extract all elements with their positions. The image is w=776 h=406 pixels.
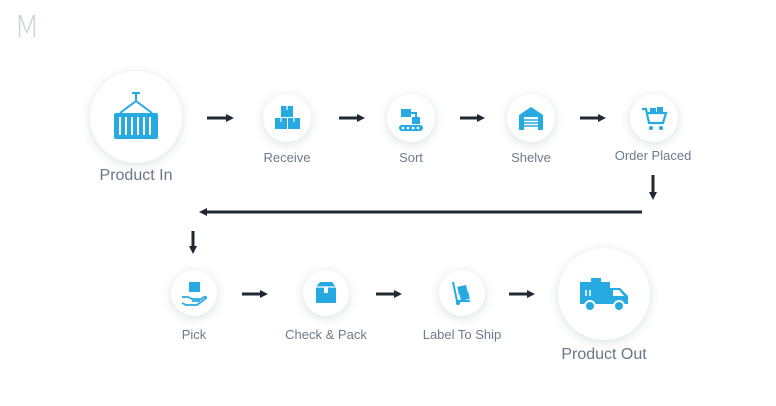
boxes-icon: [275, 106, 300, 129]
label-to-ship-node: [439, 270, 485, 316]
sort-node: [387, 94, 435, 142]
pick-node: [171, 270, 217, 316]
order-placed-node: [630, 94, 678, 142]
receive-label: Receive: [263, 150, 311, 165]
receive-node: [263, 94, 311, 142]
logo-icon: M: [14, 10, 40, 45]
product-out-node: [558, 248, 650, 340]
warehouse-icon: [519, 107, 543, 130]
shelve-label: Shelve: [511, 150, 551, 165]
package-icon: [316, 282, 336, 303]
shopping-cart-icon: [642, 107, 668, 130]
conveyor-robot-icon: [399, 109, 423, 131]
check-pack-node: [303, 270, 349, 316]
check-pack-label: Check & Pack: [285, 327, 367, 342]
sort-label: Sort: [399, 150, 423, 165]
delivery-truck-icon: [580, 278, 628, 312]
hand-box-icon: [181, 282, 207, 306]
product-out-label: Product Out: [561, 346, 647, 363]
label-to-ship-label: Label To Ship: [422, 327, 502, 342]
product-in-node: [90, 71, 182, 163]
pick-label: Pick: [181, 327, 207, 342]
shelve-node: [507, 94, 555, 142]
order-placed-label: Order Placed: [614, 148, 692, 163]
shipping-container-icon: [114, 92, 158, 139]
product-in-label: Product In: [99, 167, 173, 184]
hand-truck-icon: [452, 281, 470, 306]
